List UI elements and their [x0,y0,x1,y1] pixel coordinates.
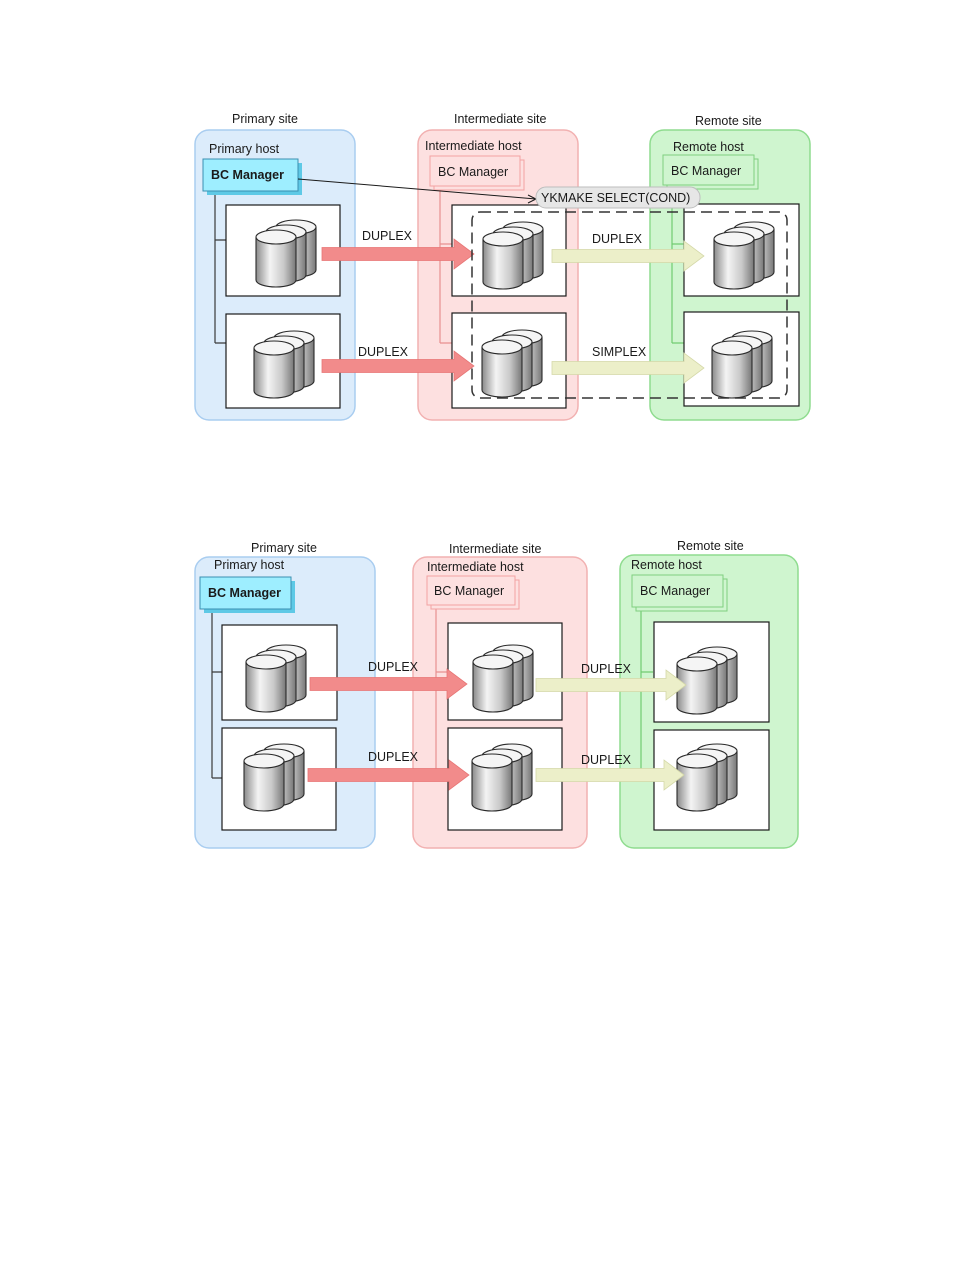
intermediate-bc-manager-label: BC Manager [438,165,508,179]
remote-site-label: Remote site [695,114,762,128]
primary-bc-manager: BC Manager [199,576,295,613]
diagram-2: Primary site Intermediate site Remote si… [194,539,799,849]
diagram-1: Primary site Intermediate site Remote si… [194,112,811,421]
pair-status-label: SIMPLEX [592,345,647,359]
disk-stack-icon [676,743,738,812]
pair-status-label: DUPLEX [358,345,409,359]
primary-site-label: Primary site [232,112,298,126]
disk-stack-icon [245,644,307,713]
pair-status-label: DUPLEX [368,660,419,674]
cream-copy-arrow [551,240,705,272]
primary-host-connectors [214,192,227,344]
cream-copy-arrow [551,352,705,384]
disk-stack-icon [471,743,533,812]
disk-stack-icon [255,219,317,288]
red-copy-arrow [321,350,475,382]
intermediate-site-label: Intermediate site [454,112,546,126]
intermediate-bc-manager: BC Manager [429,155,525,191]
primary-host-connectors [211,610,223,779]
cream-copy-arrow [535,759,685,791]
primary-bc-manager: BC Manager [202,158,302,195]
intermediate-bc-manager: BC Manager [426,575,520,610]
intermediate-bc-manager-label: BC Manager [434,584,504,598]
pair-status-label: DUPLEX [362,229,413,243]
command-callout: YKMAKE SELECT(COND) [297,178,701,209]
disk-stack-icon [472,644,534,713]
selection-group-outline [471,211,788,399]
remote-bc-manager: BC Manager [631,574,728,612]
remote-host-label: Remote host [631,558,702,572]
cream-copy-arrow [535,669,687,701]
disk-stack-icon [481,329,543,398]
remote-host-label: Remote host [673,140,744,154]
remote-host-connectors [671,188,684,344]
red-copy-arrow [307,759,470,791]
remote-bc-manager: BC Manager [662,154,759,190]
remote-bc-manager-label: BC Manager [640,584,710,598]
intermediate-host-label: Intermediate host [425,139,522,153]
disk-stack-icon [711,330,773,399]
pair-status-label: DUPLEX [368,750,419,764]
command-label: YKMAKE SELECT(COND) [541,191,690,205]
disk-stack-icon [713,221,775,290]
pair-status-label: DUPLEX [581,753,632,767]
red-copy-arrow [309,668,468,700]
remote-site-label: Remote site [677,539,744,553]
remote-bc-manager-label: BC Manager [671,164,741,178]
disk-stack-icon [243,743,305,812]
intermediate-host-connectors [439,188,452,344]
intermediate-host-label: Intermediate host [427,560,524,574]
disk-stack-icon [676,646,738,715]
primary-site-label: Primary site [251,541,317,555]
primary-bc-manager-label: BC Manager [208,586,281,600]
primary-host-label: Primary host [209,142,280,156]
primary-bc-manager-label: BC Manager [211,168,284,182]
intermediate-site-label: Intermediate site [449,542,541,556]
red-copy-arrow [321,238,475,270]
pair-status-label: DUPLEX [592,232,643,246]
primary-host-label: Primary host [214,558,285,572]
disk-stack-icon [253,330,315,399]
pair-status-label: DUPLEX [581,662,632,676]
disk-stack-icon [482,221,544,290]
